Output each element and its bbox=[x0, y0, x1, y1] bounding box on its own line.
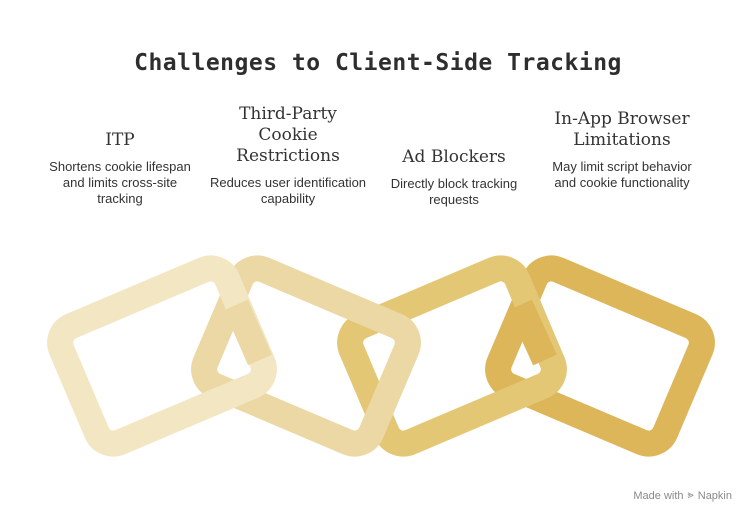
chain-interlock-overlaps bbox=[224, 299, 557, 366]
item-description: Directly block tracking requests bbox=[390, 176, 518, 207]
diagram-title: Challenges to Client-Side Tracking bbox=[134, 50, 622, 76]
item-ad-blockers: Ad Blockers Directly block tracking requ… bbox=[374, 147, 534, 208]
item-title: ITP bbox=[105, 130, 135, 150]
item-title: Third-Party Cookie Restrictions bbox=[236, 104, 340, 166]
credit-text: Made with bbox=[633, 489, 684, 502]
credit-brand: Napkin bbox=[697, 489, 732, 502]
napkin-logo-icon: ⪢ bbox=[687, 489, 694, 501]
item-description: May limit script behavior and cookie fun… bbox=[552, 159, 692, 190]
chain-link-2 bbox=[191, 255, 421, 457]
item-in-app-browser: In-App Browser Limitations May limit scr… bbox=[542, 109, 702, 191]
item-third-party-cookie: Third-Party Cookie Restrictions Reduces … bbox=[208, 104, 368, 207]
item-itp: ITP Shortens cookie lifespan and limits … bbox=[40, 130, 200, 207]
chain-link-1 bbox=[47, 255, 277, 457]
made-with-credit[interactable]: Made with ⪢ Napkin bbox=[633, 489, 732, 502]
item-title: In-App Browser Limitations bbox=[554, 109, 690, 150]
item-description: Shortens cookie lifespan and limits cros… bbox=[49, 159, 191, 206]
item-title: Ad Blockers bbox=[402, 147, 506, 167]
item-description: Reduces user identification capability bbox=[209, 175, 367, 206]
